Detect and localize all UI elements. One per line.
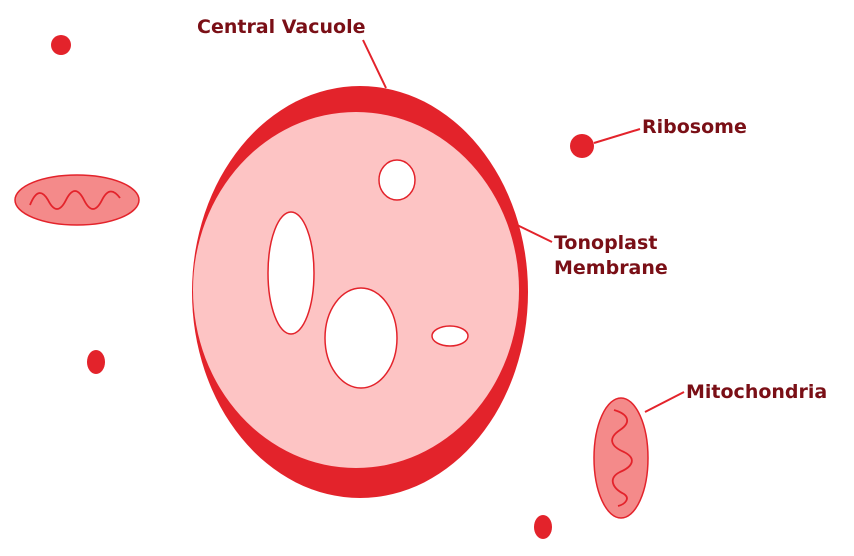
labels: Central Vacuole Ribosome Tonoplast Membr… bbox=[197, 16, 827, 403]
mitochondrion-right bbox=[593, 397, 649, 519]
ribosome-dot bbox=[534, 515, 552, 539]
leader-lines bbox=[362, 39, 685, 413]
ribosome-dot bbox=[87, 350, 105, 374]
label-membrane: Membrane bbox=[554, 257, 668, 279]
ribosome-dot bbox=[570, 134, 594, 158]
ribosome-dot bbox=[51, 35, 71, 55]
mitochondrion-cristae bbox=[611, 409, 633, 507]
label-central-vacuole: Central Vacuole bbox=[197, 16, 366, 38]
mitochondrion-body bbox=[14, 174, 140, 226]
label-ribosome: Ribosome bbox=[642, 116, 747, 138]
central-vacuole bbox=[192, 86, 528, 498]
vacuole-pocket bbox=[267, 211, 315, 335]
vacuole-pocket bbox=[324, 287, 398, 389]
mitochondrion-body bbox=[593, 397, 649, 519]
label-tonoplast: Tonoplast bbox=[554, 232, 657, 254]
mitochondrion-cristae bbox=[29, 190, 121, 210]
label-mitochondria: Mitochondria bbox=[686, 381, 827, 403]
leader-line-ribosome bbox=[593, 128, 641, 144]
leader-line-tonoplast bbox=[514, 223, 553, 243]
vacuole-pocket bbox=[378, 159, 416, 201]
ribosomes bbox=[51, 35, 594, 539]
vacuole-pocket bbox=[431, 325, 469, 347]
mitochondrion-left bbox=[14, 174, 140, 226]
leader-line-mitochondria bbox=[644, 391, 685, 413]
leader-line-central-vacuole bbox=[362, 39, 387, 89]
